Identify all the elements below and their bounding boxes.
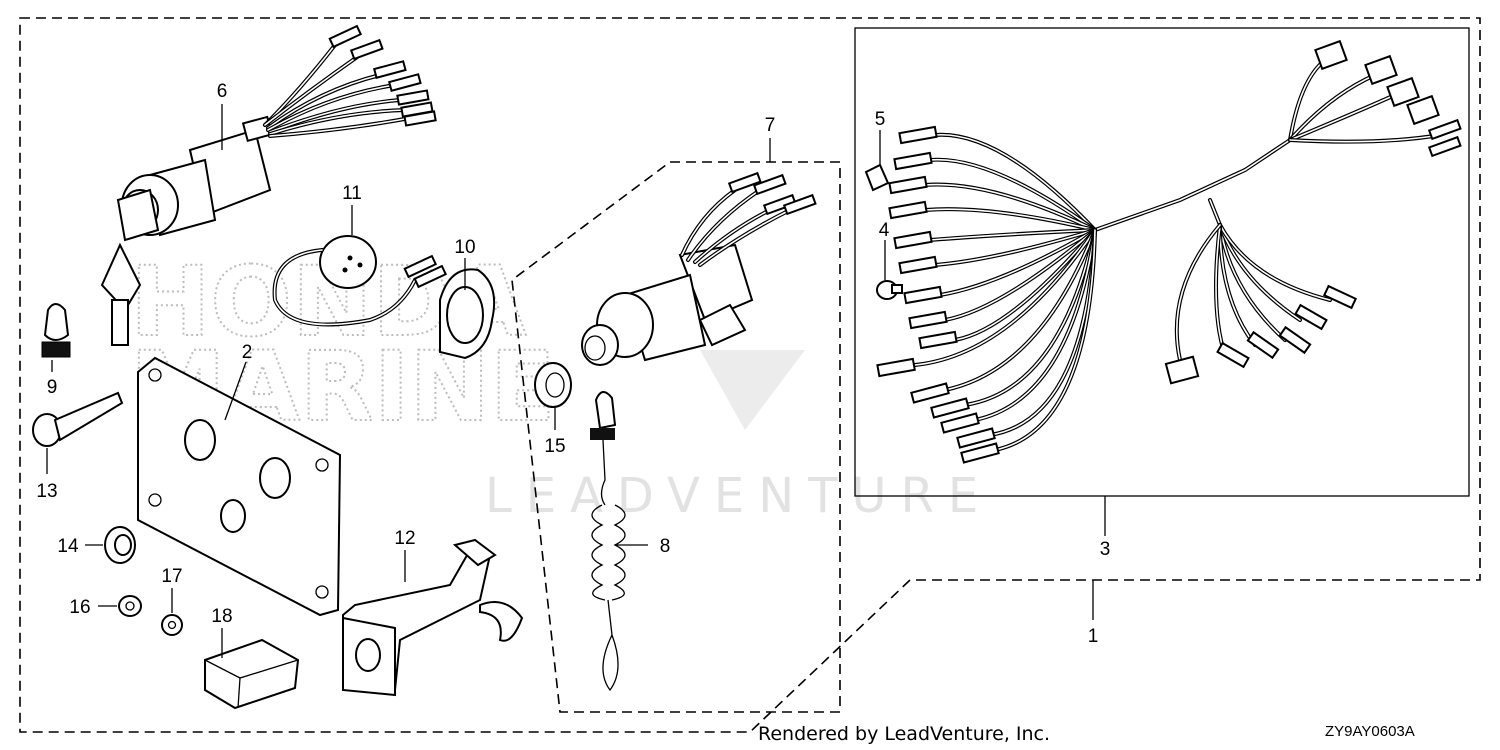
callout-17[interactable]: 17 (161, 566, 182, 587)
grommet[interactable] (104, 526, 136, 564)
callout-11[interactable]: 11 (342, 183, 362, 204)
callout-6[interactable]: 6 (217, 81, 228, 102)
callout-10[interactable]: 10 (454, 237, 475, 258)
connector[interactable] (204, 638, 300, 710)
callout-8[interactable]: 8 (660, 536, 671, 557)
callout-12[interactable]: 12 (394, 528, 415, 549)
callout-3[interactable]: 3 (1100, 539, 1111, 560)
footer-diagram-code: ZY9AY0603A (1325, 723, 1415, 740)
footer-rendered-by: Rendered by LeadVenture, Inc. (758, 723, 1050, 745)
terminal-cap[interactable] (864, 163, 890, 192)
cable-band[interactable] (439, 268, 496, 360)
callouts: 6 7 11 10 5 4 9 2 13 15 8 12 14 16 17 18… (36, 81, 1110, 647)
harness-box (854, 27, 1470, 497)
callout-5[interactable]: 5 (875, 109, 886, 130)
watermark-logo-icon (700, 350, 805, 430)
callout-7[interactable]: 7 (765, 115, 776, 136)
spring-washer[interactable] (161, 614, 183, 636)
callout-9[interactable]: 9 (47, 377, 58, 398)
leader-lines (46, 104, 1106, 658)
lanyard[interactable] (590, 391, 626, 692)
wiring-harness[interactable] (876, 39, 1462, 464)
harness-bolt[interactable] (876, 280, 903, 300)
lanyard-clip[interactable] (41, 303, 71, 358)
callout-18[interactable]: 18 (211, 606, 232, 627)
callout-4[interactable]: 4 (879, 220, 890, 241)
mounting-plate[interactable] (137, 356, 342, 617)
ignition-switch[interactable] (100, 24, 437, 346)
buzzer[interactable] (272, 235, 448, 327)
switch-nut[interactable] (534, 362, 572, 408)
callout-16[interactable]: 16 (69, 597, 90, 618)
mounting-bracket[interactable] (342, 538, 524, 697)
callout-14[interactable]: 14 (57, 536, 79, 557)
washer[interactable] (118, 595, 142, 617)
callout-2[interactable]: 2 (242, 342, 253, 363)
emergency-stop-switch[interactable] (581, 171, 817, 366)
assembly-border (19, 17, 1481, 733)
callout-15[interactable]: 15 (544, 436, 565, 457)
bolt[interactable] (32, 391, 124, 447)
callout-13[interactable]: 13 (36, 481, 57, 502)
callout-1[interactable]: 1 (1088, 626, 1099, 647)
